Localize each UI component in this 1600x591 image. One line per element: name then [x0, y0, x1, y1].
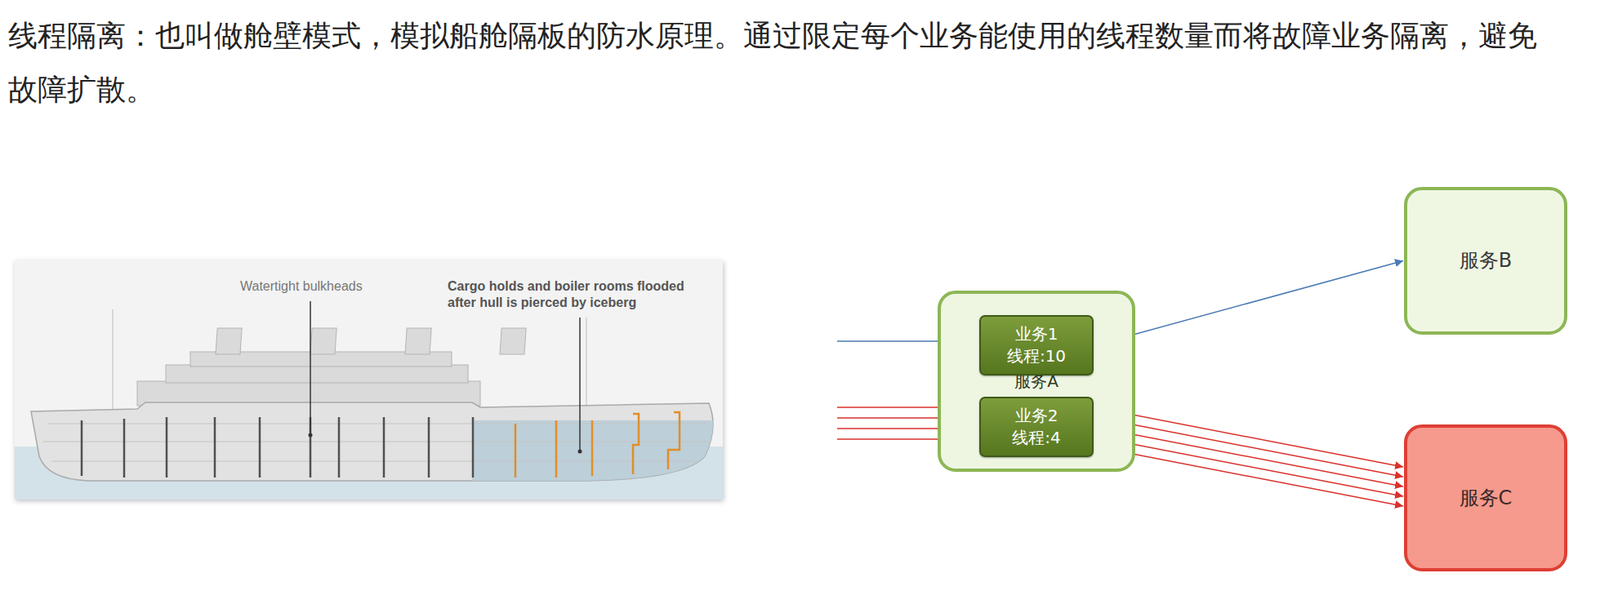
callout-label: Watertight bulkheads: [240, 278, 363, 295]
breached-bulkheads: [668, 412, 680, 470]
ship-superstructure: [499, 328, 526, 355]
ship-superstructure: [215, 328, 242, 355]
deck-lines: [51, 461, 701, 463]
edge-group: [1094, 261, 1404, 508]
leader-line: [579, 317, 581, 452]
request-connector: [1094, 261, 1404, 347]
node-text: 服务B: [1459, 247, 1512, 274]
breached-bulkheads: [591, 420, 594, 477]
callout-label: Cargo holds and boiler rooms flooded aft…: [447, 278, 705, 312]
leader-dot: [308, 433, 313, 438]
service-container: 服务A业务1线程:10业务2线程:4: [937, 290, 1136, 473]
leader-dot: [308, 433, 583, 455]
watertight-bulkheads: [258, 417, 262, 478]
deck-lines: [43, 441, 711, 443]
breached-bulkheads: [632, 414, 639, 475]
ship-superstructure: [586, 317, 588, 406]
watertight-bulkheads: [338, 417, 341, 478]
watertight-bulkheads: [472, 417, 475, 478]
illustration-ground: [14, 260, 723, 500]
node-text: 线程:10: [1007, 345, 1066, 368]
node-text: 服务C: [1459, 485, 1513, 512]
business-thread-pool: 业务1线程:10: [979, 315, 1094, 376]
request-connector: [1094, 436, 1404, 497]
intro-paragraph: 线程隔离：也叫做舱壁模式，模拟船舱隔板的防水原理。通过限定每个业务能使用的线程数…: [8, 8, 1552, 117]
ship-superstructure: [112, 309, 587, 410]
watertight-bulkheads: [123, 418, 126, 478]
watertight-bulkheads: [383, 417, 386, 478]
request-connector: [1094, 427, 1404, 487]
deck-lines: [47, 423, 708, 425]
breached-bulkheads: [514, 423, 517, 478]
leader-line: [310, 301, 580, 452]
failing-service-box: 服务C: [1403, 424, 1568, 572]
watertight-bulkheads: [213, 417, 217, 478]
node-text: 线程:4: [1011, 427, 1061, 450]
watertight-bulkheads: [81, 417, 473, 478]
business-thread-pool: 业务2线程:4: [979, 396, 1094, 458]
request-connector: [1094, 446, 1404, 507]
leader-dot: [578, 450, 583, 455]
watertight-bulkheads: [80, 420, 84, 477]
node-text: 业务1: [1015, 323, 1059, 346]
watertight-bulkheads: [165, 417, 169, 478]
request-connector: [1094, 417, 1404, 477]
ship-superstructure: [165, 365, 468, 384]
ship-superstructure: [310, 328, 337, 355]
service-box: 服务B: [1403, 187, 1568, 335]
breached-bulkheads: [515, 412, 680, 478]
node-text: 业务2: [1015, 405, 1059, 428]
watertight-bulkheads: [427, 417, 431, 478]
leader-line: [309, 301, 312, 436]
deck-lines: [43, 423, 711, 462]
request-connector: [1094, 407, 1404, 468]
ship-superstructure: [112, 309, 114, 410]
ship-superstructure: [405, 328, 432, 355]
breached-bulkheads: [555, 420, 558, 478]
